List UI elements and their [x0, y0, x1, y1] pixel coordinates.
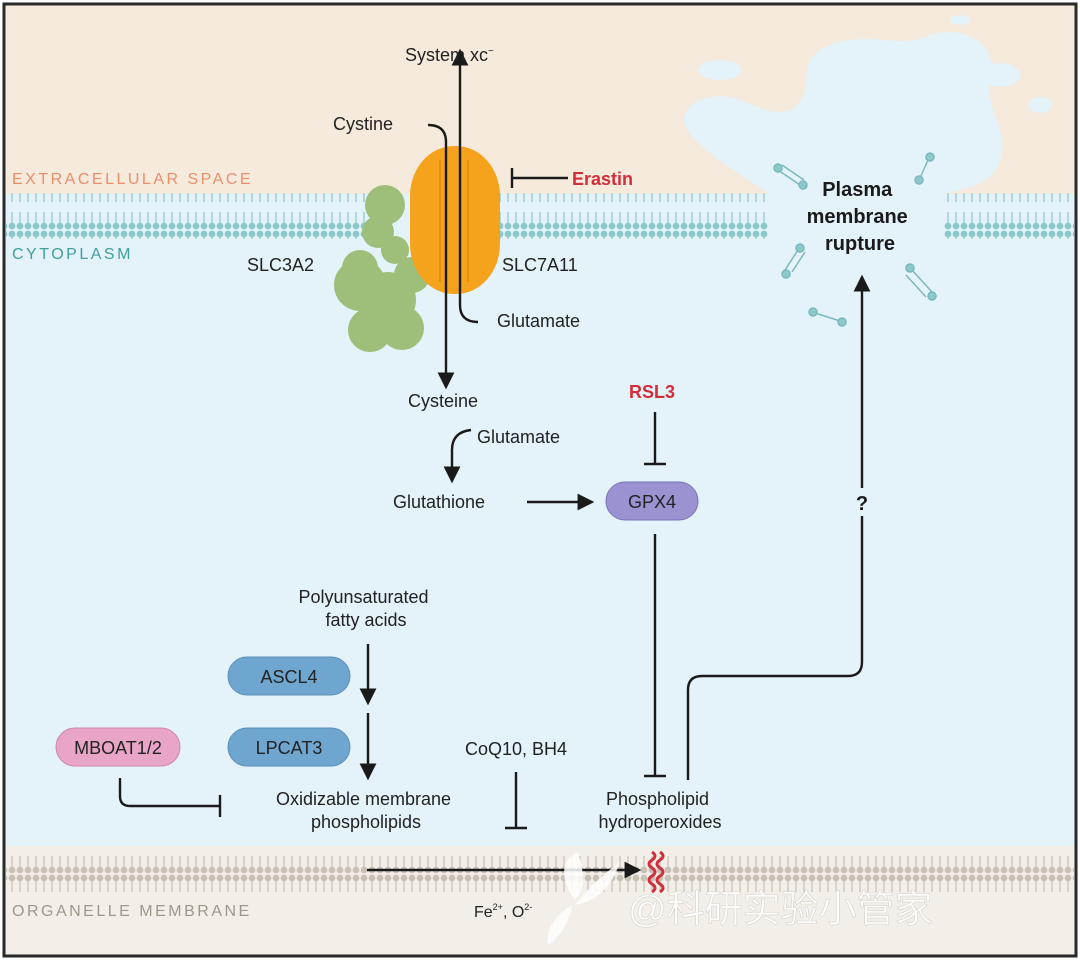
ascl4-node — [227, 656, 351, 696]
floating-phospholipids — [773, 152, 937, 327]
rupture-label: Plasma membrane rupture — [807, 179, 914, 255]
lpcat3-node — [227, 727, 351, 767]
erastin-label: Erastin — [572, 169, 633, 189]
rupture-spill — [684, 32, 1003, 194]
watermark-logo-icon — [547, 852, 620, 945]
spill-droplet — [980, 63, 1020, 87]
slc3a2-label: SLC3A2 — [247, 255, 314, 275]
lpcat3-label: LPCAT3 — [256, 738, 323, 758]
spill-droplet — [1028, 97, 1052, 113]
cystine-import-arrow — [427, 123, 455, 390]
oxidizable-phospholipids-label: Oxidizable membrane phospholipids — [276, 789, 456, 832]
extracellular-label: EXTRACELLULAR SPACE — [12, 171, 253, 188]
hydroperoxides-label: Phospholipid hydroperoxides — [598, 789, 721, 832]
rupture-gap — [768, 193, 944, 243]
glutamate-in-label: Glutamate — [477, 427, 560, 447]
oxidized-lipid-icon — [647, 850, 657, 894]
plasma-membrane-middle — [498, 193, 768, 239]
spill-droplet — [698, 60, 742, 80]
gpx4-label: GPX4 — [628, 492, 676, 512]
glutathione-label: Glutathione — [393, 492, 485, 512]
glutamate-export-arrow — [451, 48, 479, 324]
question-mark-backdrop — [850, 488, 874, 516]
cysteine-label: Cysteine — [408, 391, 478, 411]
slc7a11-transporter — [410, 146, 500, 294]
rsl3-label: RSL3 — [629, 382, 675, 402]
coq10-label: CoQ10, BH4 — [465, 739, 567, 759]
cytoplasm-background — [4, 194, 1076, 846]
slc7a11-label: SLC7A11 — [502, 255, 578, 275]
cysteine-to-glutathione-arrow — [443, 428, 472, 484]
cytoplasm-label: CYTOPLASM — [12, 246, 133, 263]
watermark-text: @科研实验小管家 — [628, 889, 933, 931]
mboat-label: MBOAT1/2 — [74, 738, 162, 758]
glutamate-out-label: Glutamate — [497, 311, 580, 331]
slc3a2-protein — [334, 185, 430, 352]
cystine-label: Cystine — [333, 114, 393, 134]
oxidized-lipid-icon — [655, 850, 665, 894]
mboat-node — [55, 727, 181, 767]
plasma-membrane-left — [6, 193, 370, 239]
fe-o2-label: Fe2+, O2- — [474, 902, 532, 921]
plasma-membrane-right — [944, 193, 1074, 239]
mboat-inhibition-line — [118, 778, 220, 808]
pufa-label: Polyunsaturated fatty acids — [298, 587, 433, 630]
hydroperoxides-to-rupture-arrow — [686, 274, 871, 780]
ascl4-label: ASCL4 — [260, 667, 317, 687]
spill-droplet — [950, 15, 970, 25]
system-xc-label: System xc− — [405, 45, 494, 65]
organelle-label: ORGANELLE MEMBRANE — [12, 903, 252, 920]
gpx4-node — [605, 481, 699, 521]
unknown-link-question: ? — [856, 493, 868, 515]
